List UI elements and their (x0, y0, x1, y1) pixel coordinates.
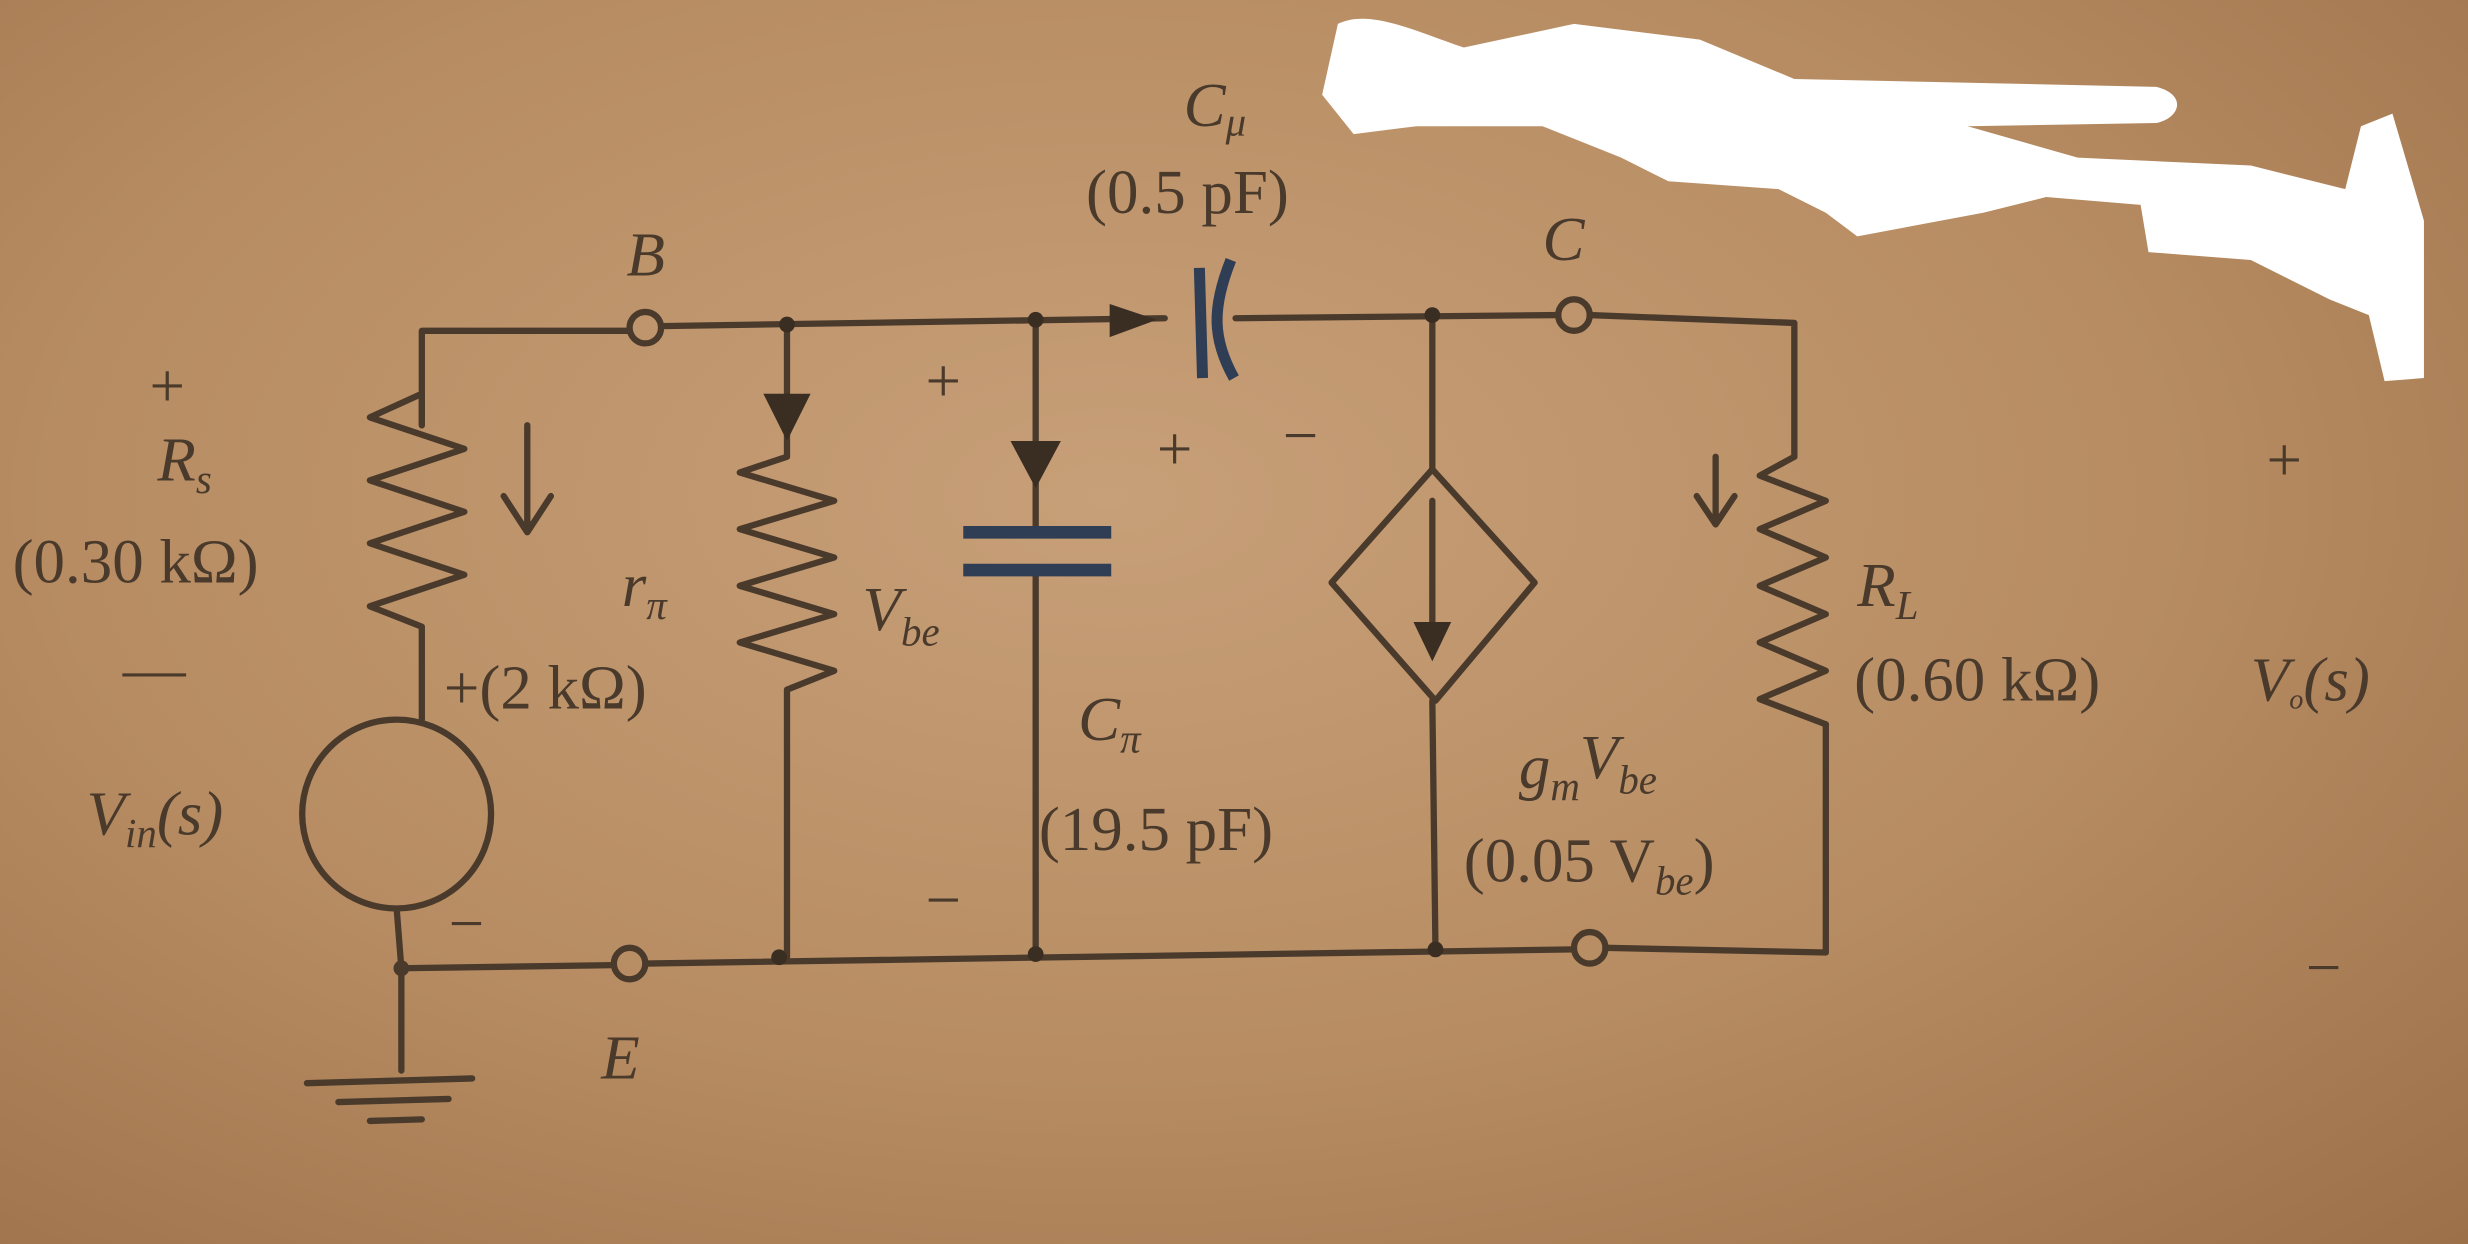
redaction-mark (1322, 18, 2424, 382)
gm-wire (1429, 311, 1439, 953)
cmu-capacitor (1193, 257, 1239, 381)
vout-plus: + (2267, 424, 2303, 494)
rs-label: Rs (156, 424, 211, 502)
vbe-plus: + (926, 346, 962, 416)
current-arrow-icon (1109, 304, 1157, 338)
rpi-value: +(2 kΩ) (444, 653, 647, 723)
terminal-b (626, 308, 665, 347)
vin-minus: − (449, 889, 484, 959)
top-wire (418, 311, 1798, 460)
rs-value: (0.30 kΩ) (13, 527, 259, 597)
dependent-current-source (1328, 466, 1538, 704)
vin-label: Vin(s) (87, 778, 224, 856)
label-b: B (626, 220, 664, 290)
rl-label: RL (1856, 550, 1918, 628)
bottom-wire (398, 721, 1829, 972)
label-c: C (1542, 204, 1585, 274)
source-wire (393, 905, 405, 1074)
junction-dot (393, 960, 410, 977)
current-arrow-icon (500, 422, 555, 536)
ground-icon (303, 1075, 476, 1125)
terminal-e (610, 944, 649, 983)
junction-dots (771, 307, 1444, 966)
label-e: E (600, 1022, 639, 1092)
terminal-c (1555, 296, 1593, 334)
gm-label: gmVbe (1519, 722, 1657, 809)
vin-source (299, 716, 495, 912)
cpi-label: Cπ (1078, 684, 1142, 762)
rpi-label: rπ (622, 550, 669, 628)
arrow-head (1413, 622, 1452, 662)
rs-resistor (366, 390, 468, 723)
cmu-label: Cμ (1184, 70, 1247, 144)
current-arrow-icon (763, 393, 811, 441)
rl-resistor (1756, 453, 1829, 728)
vout-label: Vo(s) (2251, 645, 2370, 716)
rs-minus: — (122, 634, 187, 704)
rs-plus: + (150, 350, 186, 420)
vbe-label: Vbe (863, 574, 940, 655)
cpi-value: (19.5 pF) (1039, 794, 1273, 864)
current-arrow-icon (1693, 453, 1738, 528)
terminal-e2 (1570, 928, 1609, 967)
cmu-value: (0.5 pF) (1086, 157, 1289, 227)
cmu-plus: + (1157, 413, 1193, 483)
vbe-minus: − (926, 865, 962, 935)
rpi-resistor (736, 319, 838, 961)
cpi-capacitor (963, 525, 1112, 577)
cmu-minus: − (1283, 401, 1319, 471)
rl-value: (0.60 kΩ) (1854, 645, 2100, 715)
current-arrow-icon (1010, 440, 1061, 489)
vout-minus: − (2306, 933, 2342, 1003)
gm-value: (0.05 Vbe) (1464, 826, 1715, 904)
